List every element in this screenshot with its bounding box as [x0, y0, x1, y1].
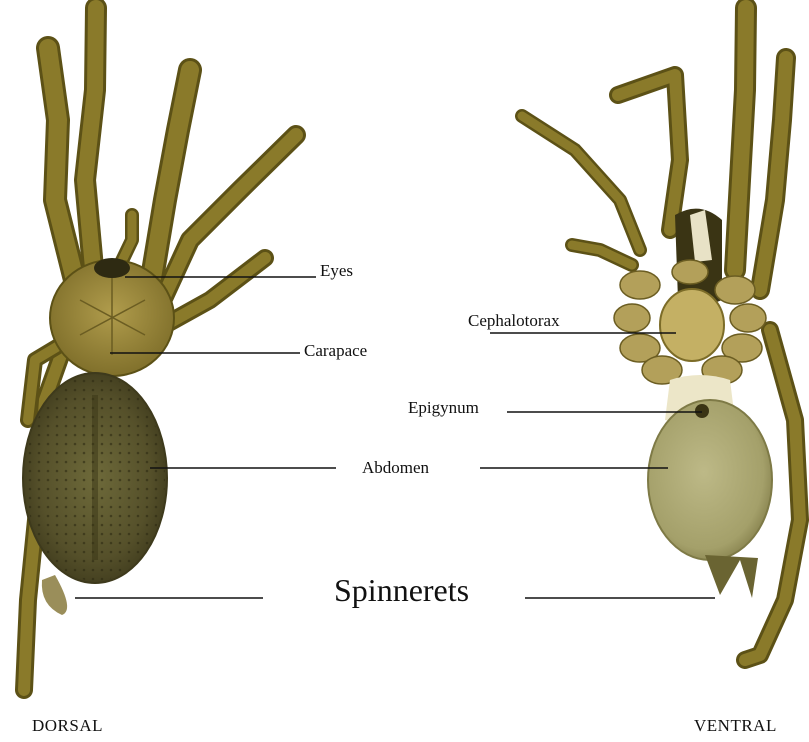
ventral-view-label: VENTRAL	[694, 716, 777, 736]
dorsal-spinnerets	[42, 575, 67, 615]
cephalothorax-label: Cephalotorax	[468, 312, 560, 329]
ventral-sternum	[660, 289, 724, 361]
dorsal-view-label: DORSAL	[32, 716, 103, 736]
spinnerets-label: Spinnerets	[334, 574, 469, 606]
abdomen-label: Abdomen	[362, 459, 429, 476]
ventral-epigynum	[695, 404, 709, 418]
epigynum-label: Epigynum	[408, 399, 479, 416]
eyes-label: Eyes	[320, 262, 353, 279]
dorsal-eye-region	[94, 258, 130, 278]
ventral-abdomen	[648, 400, 772, 560]
carapace-label: Carapace	[304, 342, 367, 359]
ventral-spinnerets	[705, 555, 758, 598]
ventral-spider	[522, 8, 800, 660]
dorsal-spider	[23, 8, 296, 690]
